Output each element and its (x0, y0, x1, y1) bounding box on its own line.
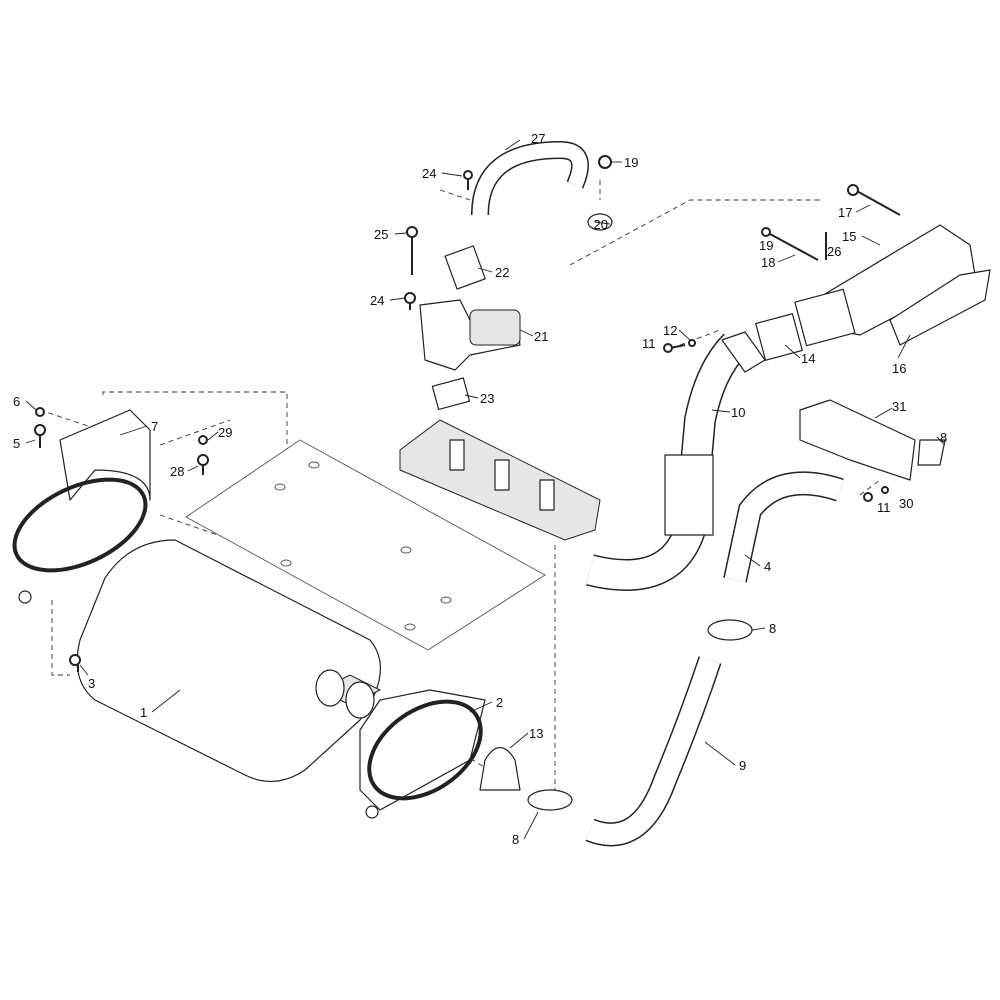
callout-7: 7 (151, 419, 158, 434)
leader-lines (25, 139, 946, 840)
callout-19: 19 (759, 238, 773, 253)
clamp-8-mid (707, 619, 753, 641)
callout-5: 5 (13, 436, 20, 451)
callout-22: 22 (495, 265, 509, 280)
muffler (76, 539, 382, 783)
callout-24: 24 (422, 166, 436, 181)
callout-23: 23 (480, 391, 494, 406)
callout-12: 12 (663, 323, 677, 338)
callout-11: 11 (877, 500, 891, 515)
callout-10: 10 (731, 405, 745, 420)
callout-4: 4 (764, 559, 771, 574)
bolts (34, 155, 901, 672)
callout-6: 6 (13, 394, 20, 409)
gasket-14 (755, 313, 803, 361)
callout-15: 15 (842, 229, 856, 244)
clamp-8-bottom (527, 789, 573, 811)
callout-18: 18 (761, 255, 775, 270)
callout-8: 8 (940, 430, 947, 445)
callout-8: 8 (769, 621, 776, 636)
callout-21: 21 (534, 329, 548, 344)
clamp-8-top (917, 439, 946, 466)
callout-19: 19 (624, 155, 638, 170)
heat-shield-31 (799, 399, 916, 481)
callout-17: 17 (838, 205, 852, 220)
mounting-plate (185, 439, 546, 651)
callout-labels: 27 24 19 20 25 22 24 21 23 17 19 18 15 2… (13, 131, 947, 847)
callout-24: 24 (370, 293, 384, 308)
gasket-23 (431, 377, 471, 411)
callout-20: 20 (594, 217, 608, 232)
callout-2: 2 (496, 695, 503, 710)
callout-31: 31 (892, 399, 906, 414)
gasket-20 (587, 213, 613, 231)
plate-holes (274, 461, 452, 631)
callout-14: 14 (801, 351, 815, 366)
tailpipe-bracket-2 (359, 689, 486, 819)
callout-8: 8 (512, 832, 519, 847)
callout-30: 30 (899, 496, 913, 511)
exhaust-manifold-block (399, 419, 601, 541)
callout-3: 3 (88, 676, 95, 691)
callout-26: 26 (827, 244, 841, 259)
callout-13: 13 (529, 726, 543, 741)
callout-25: 25 (374, 227, 388, 242)
callout-29: 29 (218, 425, 232, 440)
flange-10 (721, 331, 766, 373)
pipes (585, 333, 844, 847)
callout-16: 16 (892, 361, 906, 376)
callout-1: 1 (140, 705, 147, 720)
callout-27: 27 (531, 131, 545, 146)
gasket-16 (889, 269, 991, 346)
flex-pipe-10 (664, 454, 714, 536)
callout-9: 9 (739, 758, 746, 773)
intake-manifold-15 (794, 224, 976, 347)
egr-valve (419, 299, 521, 371)
callout-28: 28 (170, 464, 184, 479)
callout-11: 11 (642, 336, 656, 351)
gasket-22 (444, 245, 486, 290)
clamp-13 (479, 746, 521, 791)
